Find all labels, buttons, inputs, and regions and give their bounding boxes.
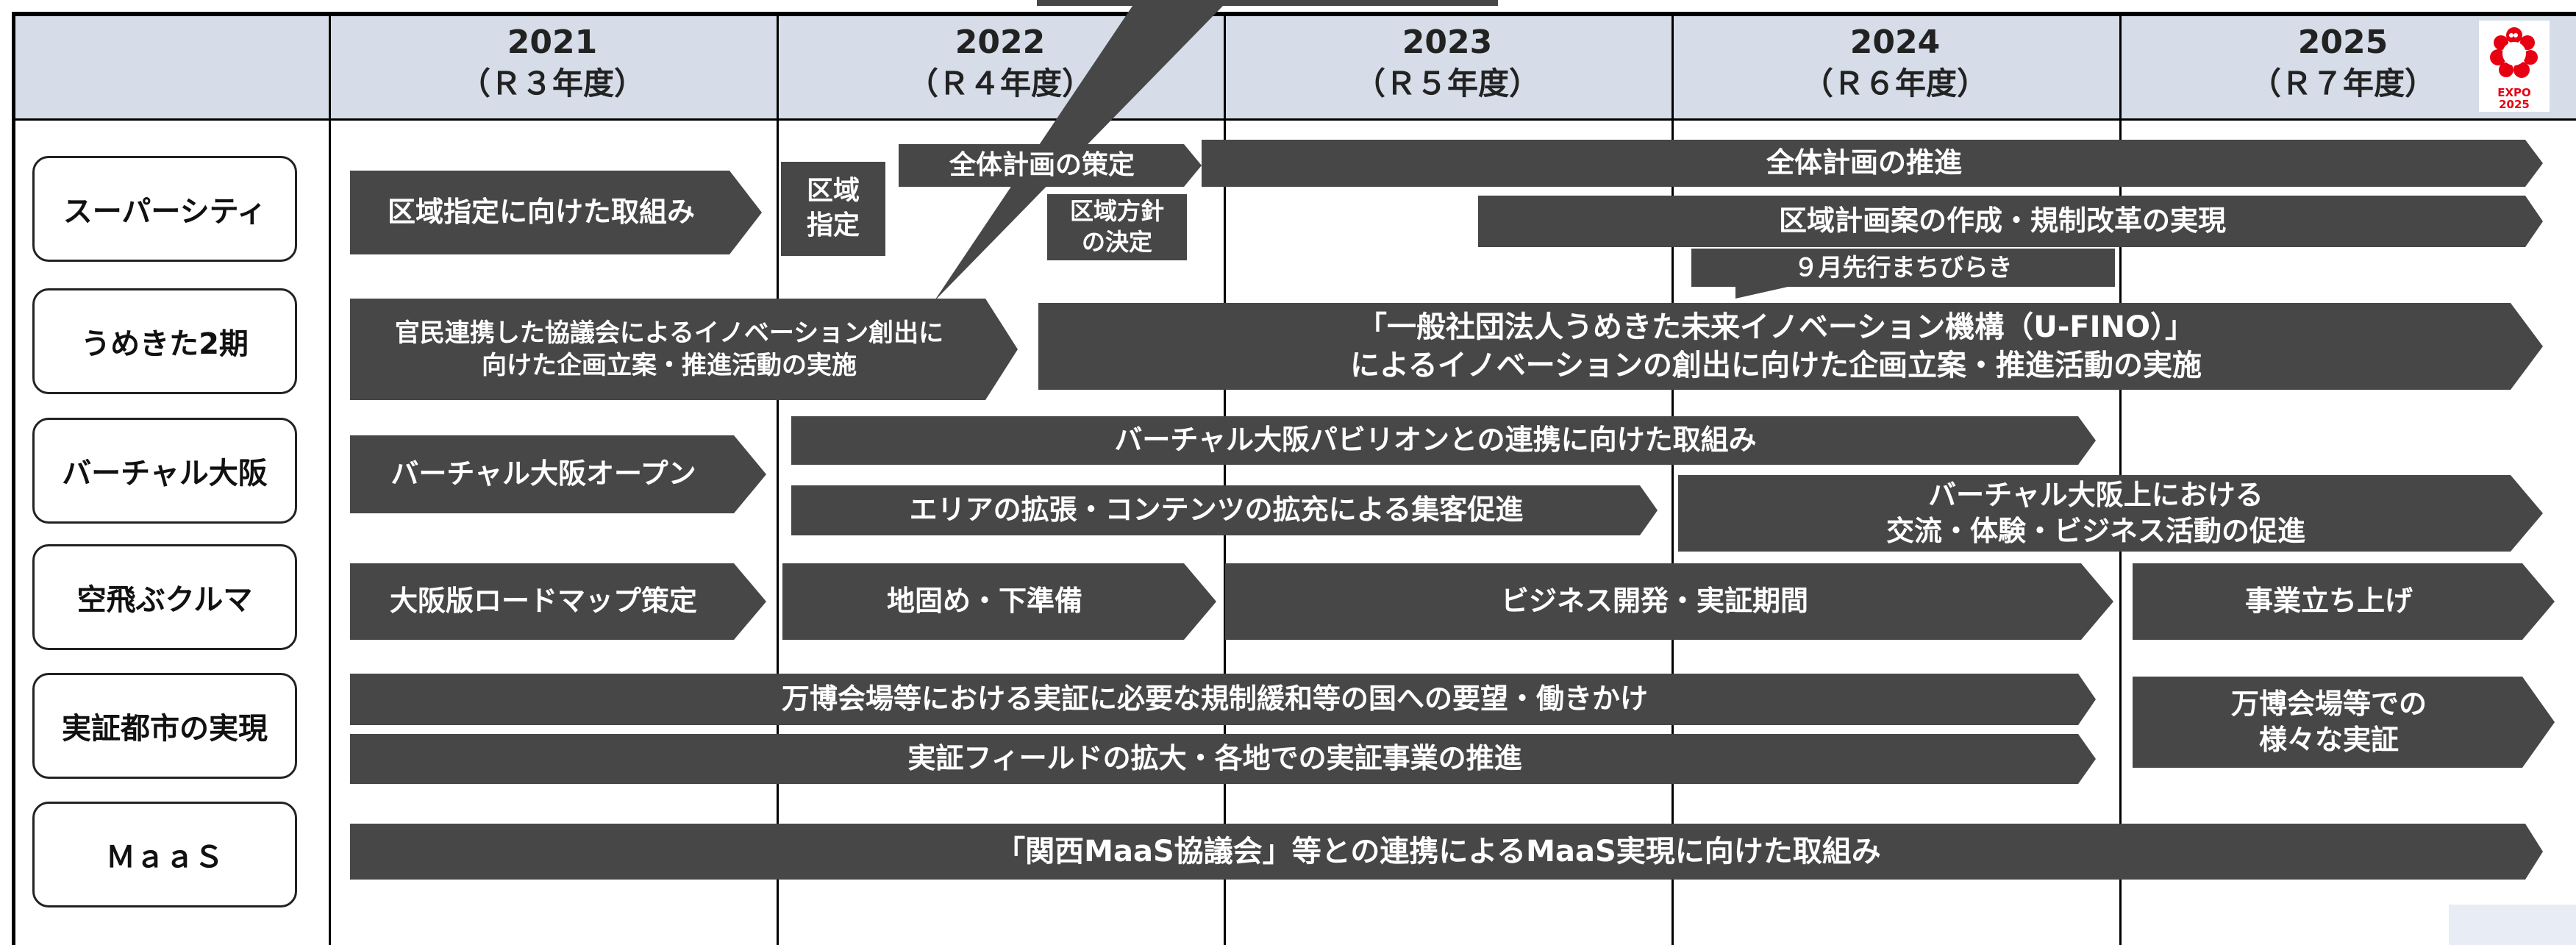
- year-label: 2024: [1849, 24, 1941, 61]
- grid-line: [329, 12, 331, 945]
- bar-virtual-koryu: バーチャル大阪上における 交流・体験・ビジネス活動の促進: [1678, 475, 2543, 552]
- row-label-maas: ＭａａＳ: [32, 802, 297, 907]
- fiscal-label: （Ｒ６年度）: [1802, 65, 1988, 101]
- bar-virtual-open: バーチャル大阪オープン: [350, 435, 766, 513]
- bar-area-kakuchou: エリアの拡張・コンテンツの拡充による集客促進: [791, 485, 1658, 535]
- corner-decoration: [2449, 905, 2576, 945]
- year-header-2021: 2021 （Ｒ３年度）: [332, 22, 773, 104]
- row-label-virtual-osaka: バーチャル大阪: [32, 418, 297, 524]
- year-header-2023: 2023 （Ｒ５年度）: [1227, 22, 1668, 104]
- bar-jigyou-tachiage: 事業立ち上げ: [2133, 563, 2555, 640]
- row-label-super-city: スーパーシティ: [32, 156, 297, 262]
- row-label-flying-car: 空飛ぶクルマ: [32, 544, 297, 650]
- bar-business-kaihatsu: ビジネス開発・実証期間: [1225, 563, 2113, 640]
- fiscal-label: （Ｒ５年度）: [1354, 65, 1540, 101]
- bar-kansai-maas: 「関西MaaS協議会」等との連携によるMaaS実現に向けた取組み: [350, 824, 2543, 880]
- expo-logo-mark: [2490, 27, 2538, 78]
- row-label-demo-city: 実証都市の実現: [32, 673, 297, 779]
- bar-pavilion-renkei: バーチャル大阪パビリオンとの連携に向けた取組み: [791, 416, 2096, 465]
- row-label-umekita: うめきた2期: [32, 288, 297, 394]
- bar-kuiki-keikaku: 区域計画案の作成・規制改革の実現: [1478, 196, 2543, 247]
- fiscal-label: （Ｒ３年度）: [459, 65, 645, 101]
- bar-kuiki-houshin: 区域方針 の決定: [1047, 194, 1187, 260]
- bar-zentai-sakutei: 全体計画の策定: [899, 144, 1202, 187]
- fiscal-label: （Ｒ４年度）: [907, 65, 1093, 101]
- callout-pointer: [1735, 285, 1794, 299]
- bar-zentai-suishin: 全体計画の推進: [1202, 140, 2543, 187]
- bar-kiseikanwa-youbou: 万博会場等における実証に必要な規制緩和等の国への要望・働きかけ: [350, 674, 2096, 725]
- year-label: 2025: [2297, 24, 2388, 61]
- bar-roadmap: 大阪版ロードマップ策定: [350, 563, 766, 640]
- bar-u-fino: 「一般社団法人うめきた未来イノベーション機構（U-FINO）」 によるイノベーシ…: [1038, 303, 2543, 390]
- grid-line: [1224, 12, 1226, 945]
- year-header-2022: 2022 （Ｒ４年度）: [779, 22, 1221, 104]
- year-label: 2023: [1402, 24, 1493, 61]
- grid-line: [777, 12, 779, 945]
- grid-line: [1671, 12, 1674, 945]
- bar-banpaku-jisshou: 万博会場等での 様々な実証: [2133, 677, 2555, 768]
- bar-machibiraki: ９月先行まちびらき: [1691, 249, 2115, 287]
- year-header-2024: 2024 （Ｒ６年度）: [1674, 22, 2116, 104]
- fiscal-label: （Ｒ７年度）: [2249, 65, 2436, 101]
- year-header-2025: 2025 （Ｒ７年度）: [2122, 22, 2563, 104]
- logo-text-expo: EXPO: [2497, 86, 2531, 99]
- logo-text-year: 2025: [2499, 98, 2530, 111]
- expo-2025-logo: EXPO 2025: [2479, 21, 2550, 112]
- year-label: 2021: [507, 24, 598, 61]
- bar-kuiki-shitei: 区域 指定: [781, 162, 885, 256]
- year-header-band: [12, 12, 2576, 121]
- bar-kanmin-renkei: 官民連携した協議会によるイノベーション創出に 向けた企画立案・推進活動の実施: [350, 299, 1018, 400]
- bar-jigatame: 地固め・下準備: [782, 563, 1216, 640]
- bar-kuiki-torikumi: 区域指定に向けた取組み: [350, 171, 762, 254]
- bar-jisshou-field: 実証フィールドの拡大・各地での実証事業の推進: [350, 734, 2096, 784]
- year-label: 2022: [955, 24, 1046, 61]
- left-border: [12, 12, 15, 945]
